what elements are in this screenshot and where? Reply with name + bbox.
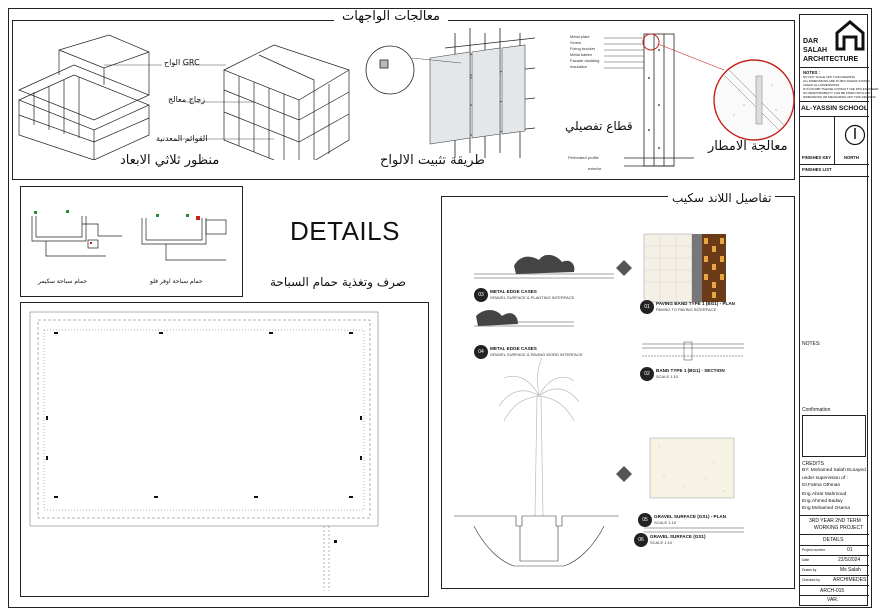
notes-line-4: IF IN DOUBT PLEASE CONSULT THE DPS ENGIN…: [803, 87, 879, 91]
sheet-title: DETAILS: [823, 537, 844, 543]
row-key-project-number: Project number: [802, 548, 825, 552]
detail-title-02: BAND TYPE 1 (BG1) - SECTION: [656, 368, 725, 373]
caption-skimmer-pool: حمام سباحة سكيمر: [38, 278, 88, 285]
drawing-scale: VAR.: [827, 597, 839, 603]
detail-sub-01: PAVING TO PAVING INTERFACE: [656, 307, 717, 312]
detail-marker-06: 06: [634, 533, 648, 547]
detail-marker-02: 02: [640, 367, 654, 381]
landscape-details-drawing: [454, 233, 744, 567]
section-note-2: Screw: [570, 40, 582, 45]
credits-heading: CREDITS: [802, 461, 824, 467]
section-note-perforated: Perforated profile: [568, 155, 599, 160]
pool-drain-title: صرف وتغذية حمام السباحة: [270, 275, 406, 289]
section-note-exterior: exterior: [588, 166, 602, 171]
firm-logo-icon: [835, 20, 865, 51]
section-note-6: Insulation: [570, 64, 588, 69]
north-arrow-icon: [844, 124, 866, 146]
detail-sub-02: SCALE 1:10: [656, 374, 679, 379]
building-3d-drawing: [18, 34, 350, 160]
credits-line-3: Dr.Fatma Othman: [802, 483, 841, 488]
drawing-sheet: [8, 8, 872, 608]
detail-marker-01: 01: [640, 300, 654, 314]
credits-line-5: Eng.Ahmed Badwy: [802, 499, 843, 504]
pool-skimmer-detail: [31, 210, 122, 257]
pool-section-panel: [20, 186, 243, 297]
notes-line-5: NO RESPONSIBILITY CAN BE TAKEN WITH ANY: [803, 91, 871, 95]
details-heading: DETAILS: [290, 216, 400, 246]
caption-detail-section: قطاع تفصيلي: [565, 119, 633, 133]
project-name: AL-YASSIN SCHOOL: [801, 105, 868, 112]
detail-marker-03: 03: [474, 288, 488, 302]
section-note-5: Facade cladding: [570, 58, 600, 63]
pool-plan-panel: [20, 302, 429, 597]
detail-title-04: METAL EDGE CASES: [490, 346, 537, 351]
section-note-3: Fixing bracket: [570, 46, 595, 51]
wall-section-drawing: [604, 33, 795, 167]
detail-marker-04: 04: [474, 345, 488, 359]
detail-sub-04: GRAVEL SURFACE & PAVING WORD INTERFACE: [490, 352, 583, 357]
caption-fixing-method: طريقة تثبيت الالواح: [380, 153, 485, 168]
firm-name-line2: SALAH: [803, 47, 828, 54]
finishes-key-label: FINISHES KEY: [802, 155, 832, 160]
label-grc-panels: الواح GRC: [164, 58, 200, 67]
row-key-checked-by: Checked by: [802, 578, 820, 582]
sheet-number: ARCH-015: [820, 588, 845, 594]
detail-sub-05: SCALE 1:10: [654, 520, 677, 525]
north-label: NORTH: [844, 155, 859, 160]
caption-3d-view: منظور ثلاثي الابعاد: [120, 153, 220, 168]
section-note-4: Metal batten: [570, 52, 593, 57]
row-val-drawn-by: Ms Salah: [840, 567, 861, 573]
landscape-panel-title: تفاصيل اللاند سكيب: [668, 191, 776, 206]
detail-sub-06: SCALE 1:10: [650, 540, 673, 545]
detail-title-03: METAL EDGE CASES: [490, 289, 537, 294]
row-val-checked-by: ARCHIMEDES: [833, 577, 867, 583]
credits-line-2: under supervision of :: [802, 476, 848, 481]
notes-heading: NOTES :: [803, 70, 820, 75]
notes-line-2: ALL DIMENSIONS ARE IN MM UNLESS STATED: [803, 79, 870, 83]
firm-name-line1: DAR: [803, 38, 819, 45]
row-key-drawn-by: Drawn by: [802, 568, 817, 572]
detail-marker-05: 05: [638, 513, 652, 527]
detail-title-05: GRAVEL SURFACE (GS1) - PLAN: [654, 514, 727, 519]
credits-line-1: BY: Mohamed Salah ELsayed: [802, 468, 866, 473]
detail-sub-03: GRAVEL SURFACE & PLANTING INTERFACE: [490, 295, 575, 300]
label-metal-mullions: القوائم المعدنية: [156, 134, 208, 143]
firm-name-line3: ARCHITECTURE: [803, 56, 859, 63]
detail-title-01: PAVING BAND TYPE 1 (BG1) - PLAN: [656, 301, 735, 306]
title-block: DAR SALAH ARCHITECTURE NOTES : DO NOT SC…: [799, 14, 878, 606]
credits-line-6: Eng.Mohamed Osama: [802, 506, 850, 511]
pool-plan-drawing: [29, 311, 379, 591]
panel-fixing-drawing: [365, 28, 536, 158]
confirmation-box: [802, 415, 866, 457]
landscape-panel: [441, 196, 795, 589]
notes-line-3: CHECK ALL DIMENSIONS: [803, 83, 840, 87]
detail-title-06: GRAVEL SURFACE (GS1): [650, 534, 706, 539]
caption-rain-treatment: معالجة الامطار: [708, 139, 788, 154]
stage-line-1: 3RD YEAR 2ND TERM: [809, 518, 861, 524]
facade-panel-title: معالجات الواجهات: [334, 9, 449, 25]
notes-line-6: DIMENSIONS OR MEASURING OFF THIS DRAWING: [803, 95, 877, 99]
notes-label: NOTES:: [802, 341, 821, 347]
confirmation-label: Confirmation: [802, 407, 831, 413]
section-note-1: Metal plate: [570, 34, 590, 39]
pool-overflow-detail: [141, 214, 227, 261]
notes-line-1: DO NOT SCALE OFF THIS DRAWING: [803, 75, 855, 79]
credits-line-4: Eng.Abrar Mahmoud: [802, 492, 847, 497]
label-treated-glass: زجاج معالج: [168, 95, 206, 104]
stage-line-2: WORKING PROJECT: [814, 525, 864, 531]
row-key-date: Date: [802, 558, 810, 562]
caption-overflow-pool: حمام سباحة اوفر فلو: [150, 278, 203, 285]
row-val-date: 22/5/2024: [838, 557, 861, 563]
row-val-project-number: 01: [847, 547, 853, 553]
finishes-list-label: FINISHES LIST: [802, 167, 832, 172]
